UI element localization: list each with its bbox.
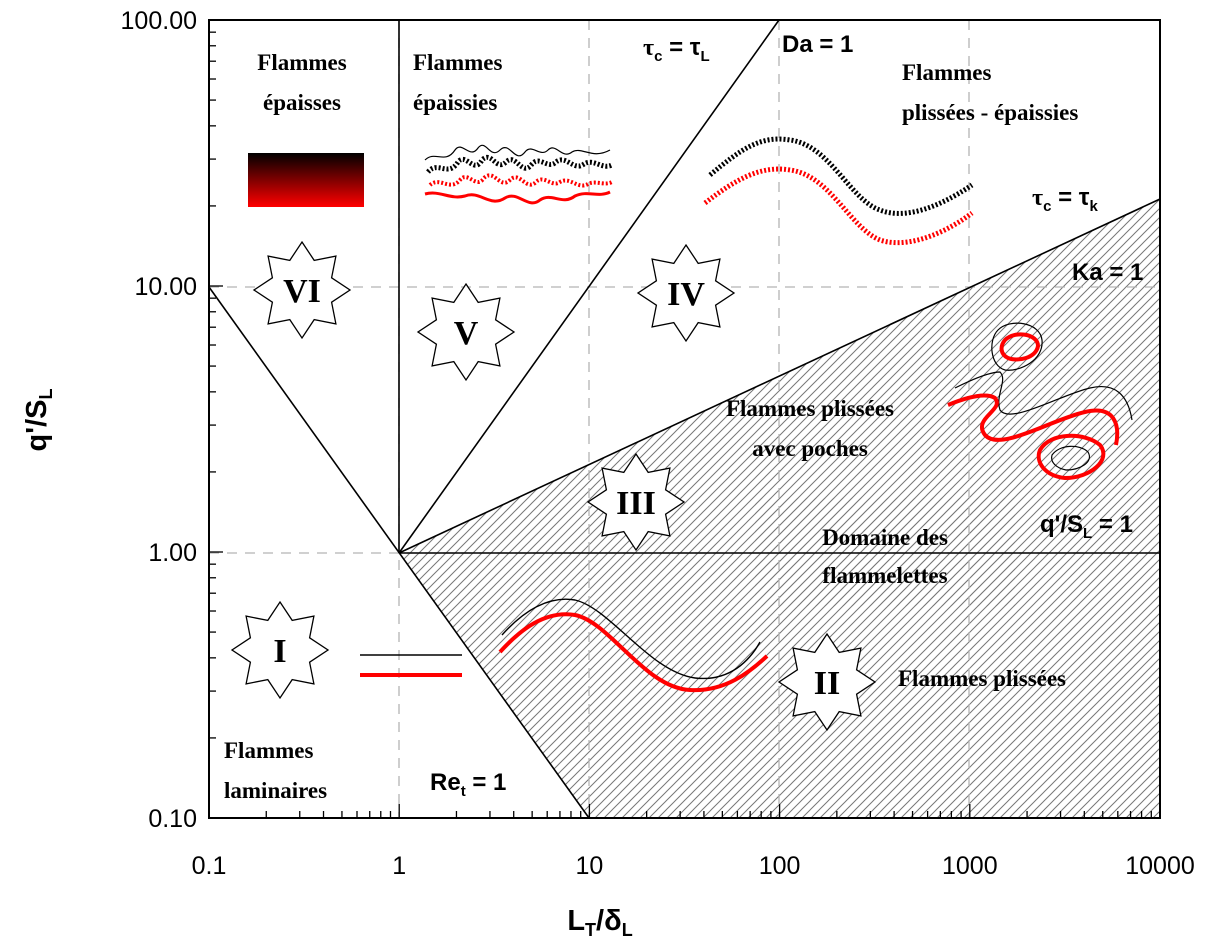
region-numeral-i: I: [273, 633, 286, 670]
flamelet-domain-hatch: [755, 498, 1015, 606]
region-numeral-ii: II: [814, 665, 840, 702]
pocket-flame-sketch: [947, 322, 1133, 481]
region-ii-label: Flammes plissées: [898, 666, 1066, 691]
boundary-lines: [208, 19, 1161, 819]
thick-flame-swatch: [248, 153, 364, 207]
y-tick-label: 100.00: [121, 7, 197, 35]
region-numeral-v: V: [454, 315, 479, 352]
ka-line: [398, 198, 1161, 554]
ka-label: Ka = 1: [1072, 259, 1143, 286]
da-label: Da = 1: [782, 31, 853, 58]
region-badge-v: [416, 282, 516, 382]
laminar-flame-sketch: [360, 654, 462, 677]
y-axis-label: q'/SL: [21, 388, 56, 451]
region-badge-iii: [586, 452, 686, 552]
thickened-flame-sketch: [424, 144, 614, 205]
x-tick-label: 100: [759, 852, 801, 880]
region-badge-iv: [636, 243, 736, 343]
y-tick-label: 0.10: [148, 805, 197, 833]
x-tick-label: 10: [575, 852, 603, 880]
x-tick-labels: 0.1 1 10 100 1000 10000: [192, 852, 1195, 880]
region-numeral-iii: III: [616, 485, 656, 522]
x-tick-label: 0.1: [192, 852, 227, 880]
ret-label: Ret = 1: [430, 769, 506, 800]
plot-frame: [208, 19, 1161, 819]
wrinkled-flame-sketch: [498, 598, 769, 693]
x-tick-label: 10000: [1125, 852, 1195, 880]
axis-ticks: [208, 31, 1161, 819]
region-numeral-iv: IV: [667, 276, 705, 313]
y-tick-label: 10.00: [134, 273, 197, 301]
pleated-thickened-flame-sketch: [703, 136, 974, 246]
region-badge-i: [230, 600, 330, 700]
y-tick-labels: 0.10 1.00 10.00 100.00: [121, 7, 197, 833]
x-axis-label: LT/δL: [567, 905, 632, 940]
qsl-label: q'/SL = 1: [1040, 511, 1133, 542]
x-tick-label: 1000: [942, 852, 998, 880]
region-badge-ii: [777, 632, 877, 732]
y-tick-label: 1.00: [148, 539, 197, 567]
region-badge-vi: [252, 240, 352, 340]
tau-c-tau-l-label: τc = τL: [643, 34, 710, 65]
region-numeral-vi: VI: [283, 273, 321, 310]
tau-c-tau-k-label: τc = τk: [1032, 184, 1098, 215]
x-tick-label: 1: [392, 852, 406, 880]
tau-l-line: [398, 19, 780, 554]
